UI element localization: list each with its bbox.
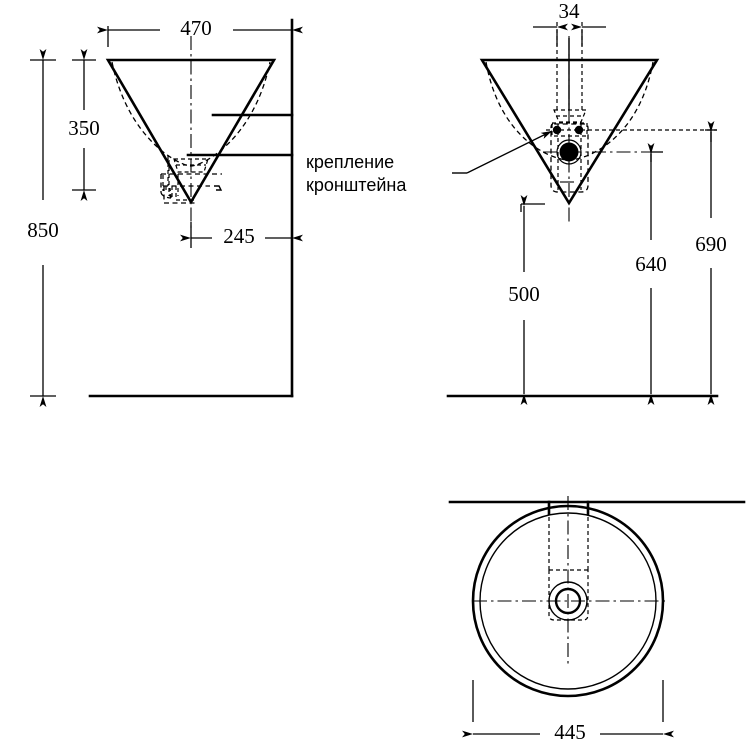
dim-label-245: 245 <box>223 224 255 248</box>
edge-notch-side <box>214 185 223 191</box>
dim-label-500: 500 <box>508 282 540 306</box>
leader-arrow-bracket-note <box>466 130 553 174</box>
dim-label-640: 640 <box>635 252 667 276</box>
drain-collar-side <box>173 158 209 173</box>
dim-label-445: 445 <box>554 720 586 744</box>
dim-label-850: 850 <box>27 218 59 242</box>
dim-label-350: 350 <box>68 116 100 140</box>
pedestal-left-bend-side <box>160 191 172 199</box>
plan-view: 445 <box>448 496 746 744</box>
basin-body-side <box>105 58 277 205</box>
drain-collar-front <box>553 109 587 123</box>
bracket-hole-right-front <box>574 125 584 135</box>
dim-label-34: 34 <box>559 0 581 23</box>
dim-label-470: 470 <box>180 16 212 40</box>
dim-label-690: 690 <box>695 232 727 256</box>
trap-outer-bottom-side <box>163 186 196 204</box>
bracket-note-line1: крепление <box>306 152 394 172</box>
bracket-note-line2: кронштейна <box>306 175 407 195</box>
front-elevation-view: 34 500 640 690 крепление кронштейна <box>306 0 727 405</box>
side-elevation-view: 470 350 850 245 <box>27 16 303 407</box>
